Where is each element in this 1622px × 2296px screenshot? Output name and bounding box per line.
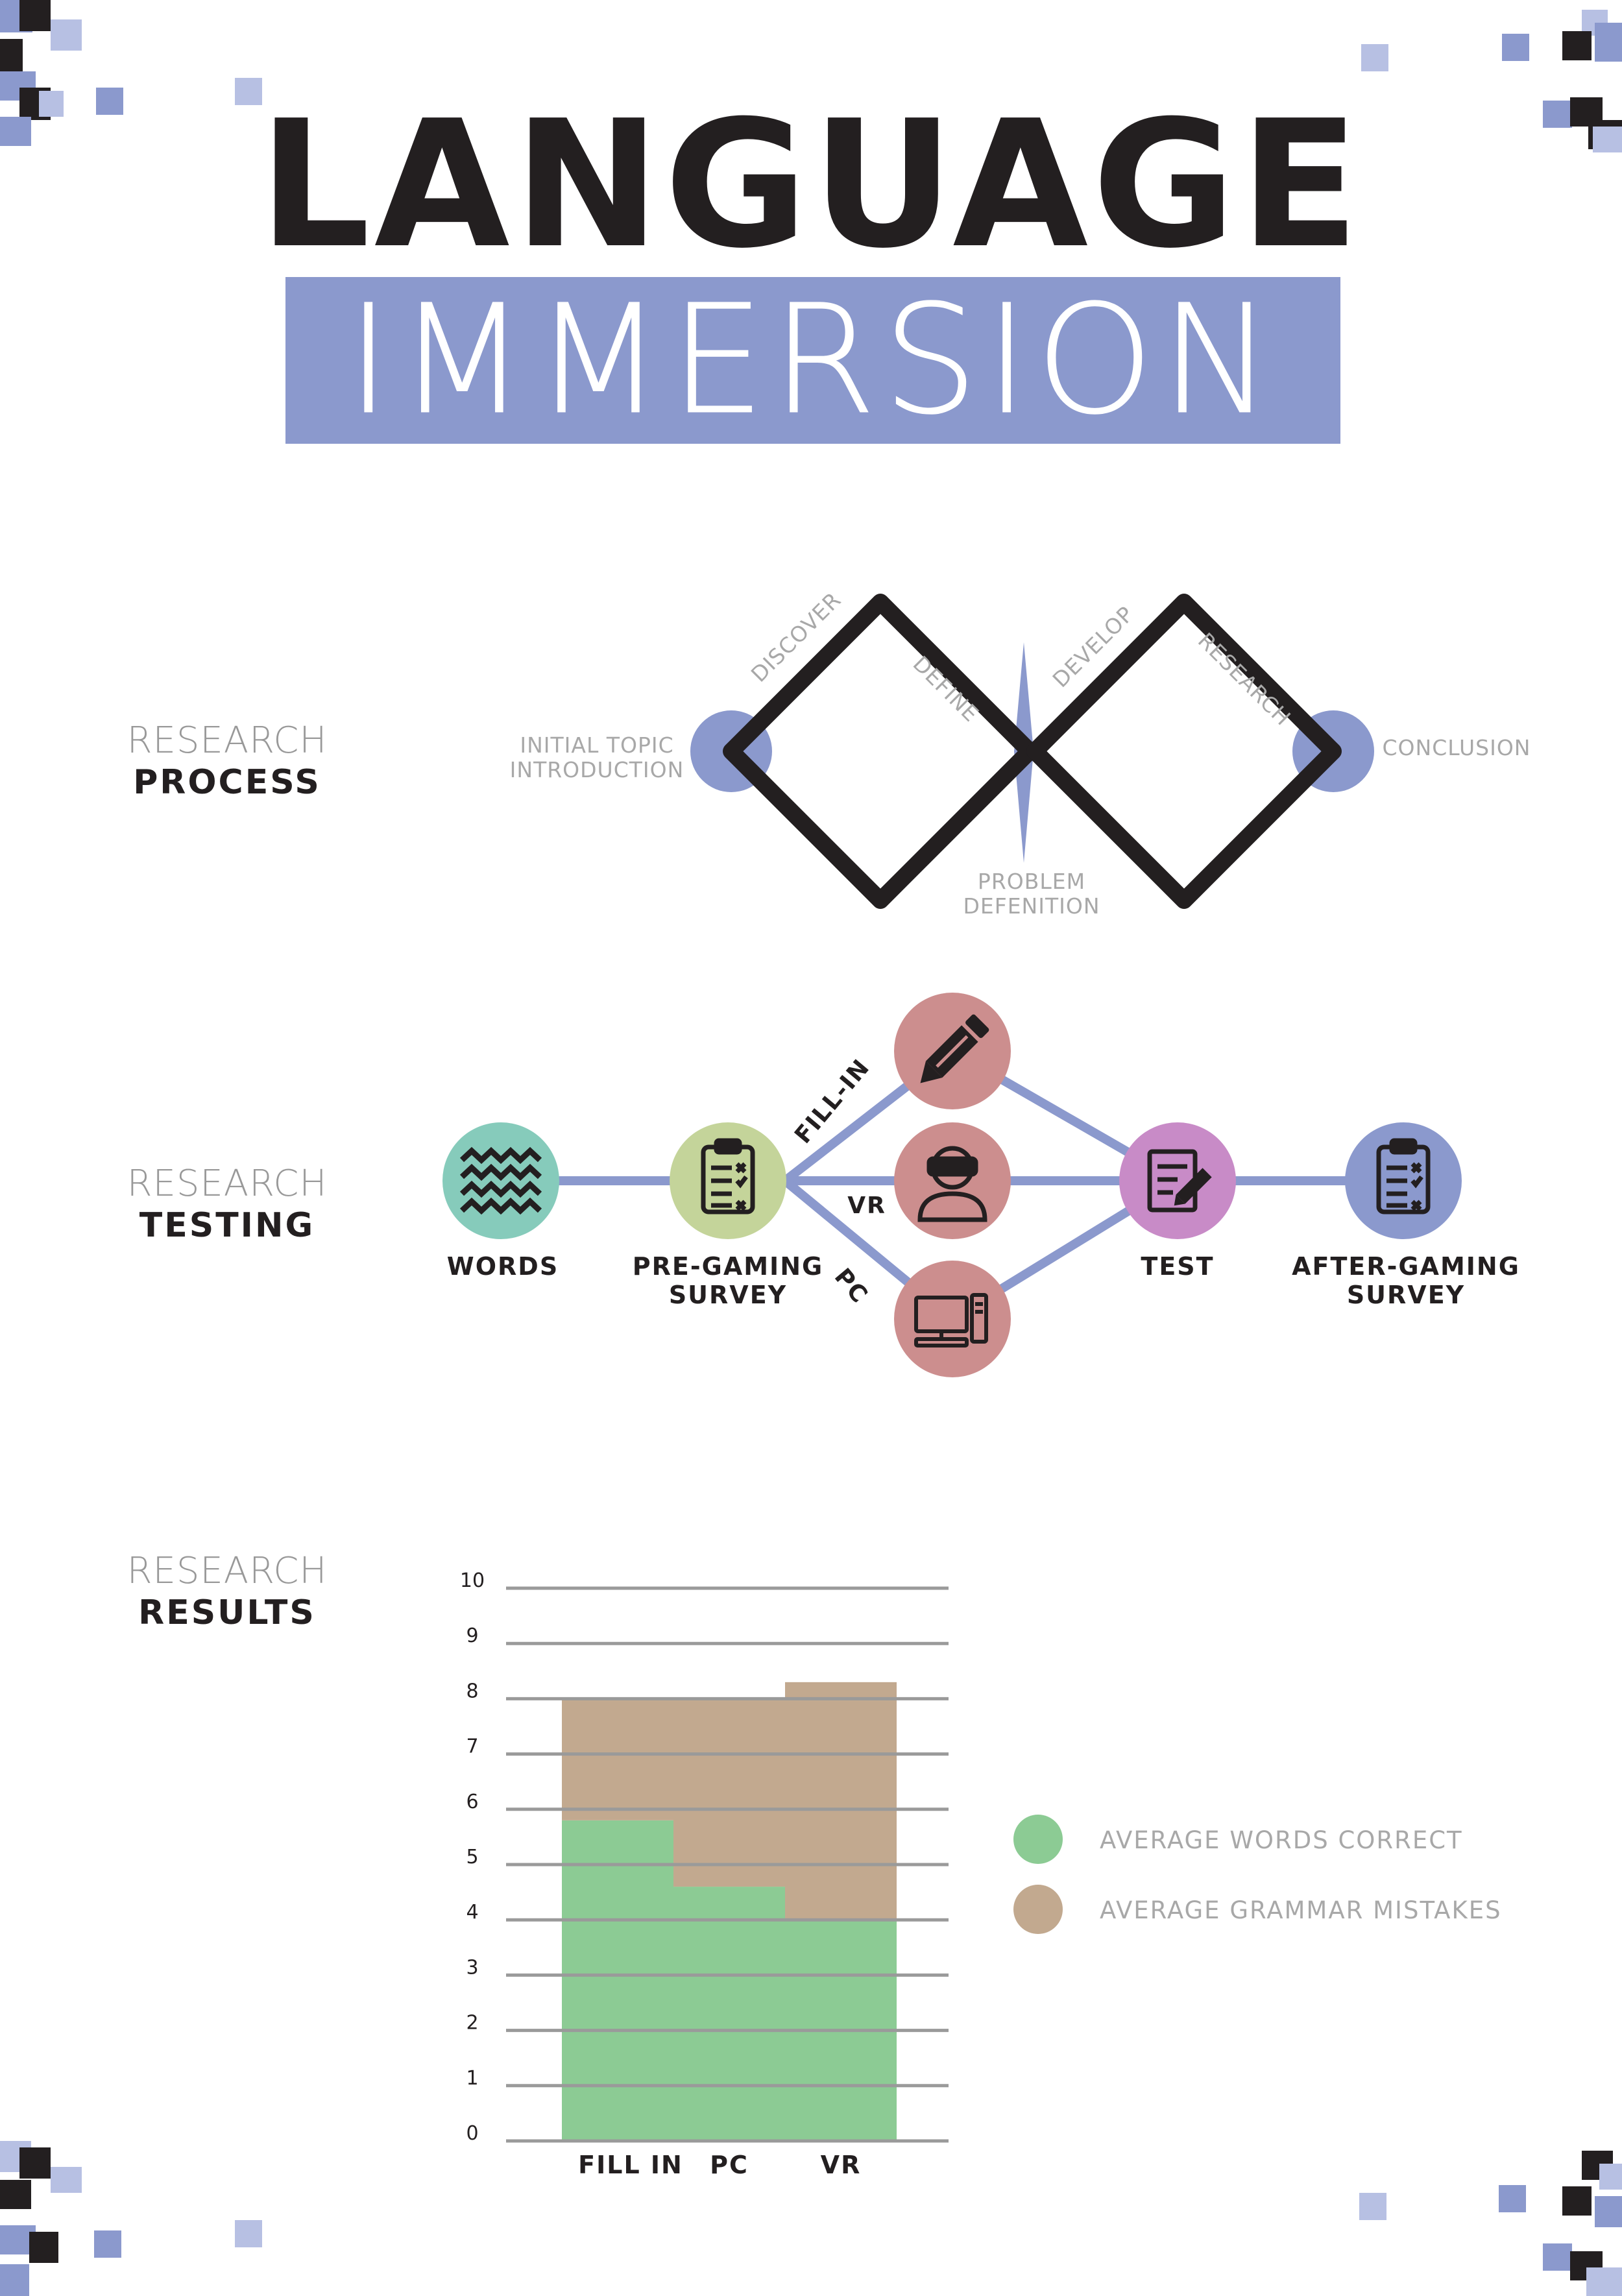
bar-grammar-mistakes-pc bbox=[673, 1698, 785, 1887]
y-tick-label: 7 bbox=[466, 1735, 478, 1758]
node-after-survey-label-2: SURVEY bbox=[1347, 1281, 1465, 1309]
node-after-survey: AFTER-GAMING SURVEY bbox=[1292, 1122, 1520, 1309]
y-tick-label: 2 bbox=[466, 2012, 478, 2035]
process-start-label-2: INTRODUCTION bbox=[510, 757, 684, 782]
chart-legend: AVERAGE WORDS CORRECT AVERAGE GRAMMAR MIS… bbox=[1013, 1815, 1502, 1934]
y-tick-label: 4 bbox=[466, 1901, 478, 1924]
x-category-label: VR bbox=[821, 2151, 862, 2179]
page-title: LANGUAGE bbox=[258, 82, 1364, 287]
node-pre-survey: PRE-GAMING SURVEY bbox=[633, 1122, 823, 1309]
node-words-label: WORDS bbox=[447, 1252, 559, 1281]
bar-grammar-mistakes-vr bbox=[785, 1682, 897, 1920]
y-tick-label: 6 bbox=[466, 1791, 478, 1813]
section-label-results: RESEARCH RESULTS bbox=[84, 1551, 370, 1634]
node-pc-circle bbox=[894, 1261, 1011, 1377]
section-label-testing: RESEARCH TESTING bbox=[84, 1163, 370, 1246]
section-label-bold: PROCESS bbox=[133, 763, 321, 802]
vr-headset-person-icon bbox=[917, 1146, 987, 1222]
node-pc bbox=[894, 1261, 1011, 1377]
chart-gridlines bbox=[506, 1586, 949, 2143]
node-fill-in bbox=[894, 993, 1011, 1109]
node-test-label: TEST bbox=[1141, 1252, 1214, 1281]
process-end-label: CONCLUSION bbox=[1383, 735, 1531, 760]
section-label-process: RESEARCH PROCESS bbox=[84, 720, 370, 803]
x-category-label: PC bbox=[710, 2151, 749, 2179]
process-middle-label-2: DEFENITION bbox=[963, 893, 1100, 919]
y-tick-label: 8 bbox=[466, 1680, 478, 1702]
desktop-computer-icon bbox=[914, 1293, 988, 1347]
node-words: WORDS bbox=[442, 1122, 559, 1281]
section-label-bold: RESULTS bbox=[138, 1593, 316, 1632]
chart-bars bbox=[562, 1682, 897, 2141]
y-tick-label: 0 bbox=[466, 2122, 478, 2145]
develop-research-diamond bbox=[1026, 594, 1342, 909]
chart-y-ticks: 0 1 2 3 4 5 6 7 8 9 10 bbox=[460, 1569, 485, 2145]
bar-words-correct-pc bbox=[673, 1887, 785, 2141]
y-tick-label: 10 bbox=[460, 1569, 485, 1592]
legend-label: AVERAGE GRAMMAR MISTAKES bbox=[1100, 1896, 1502, 1924]
legend-label: AVERAGE WORDS CORRECT bbox=[1100, 1826, 1463, 1854]
bar-grammar-mistakes-fill-in bbox=[562, 1698, 673, 1820]
discover-define-diamond bbox=[723, 594, 1038, 909]
node-pre-survey-label-2: SURVEY bbox=[669, 1281, 787, 1309]
branch-label-vr: VR bbox=[847, 1192, 886, 1219]
node-test: TEST bbox=[1119, 1122, 1236, 1281]
section-label-thin: RESEARCH bbox=[127, 1550, 328, 1592]
section-label-thin: RESEARCH bbox=[127, 1163, 328, 1205]
pencil-icon bbox=[920, 1014, 989, 1083]
node-vr bbox=[894, 1122, 1011, 1239]
clipboard-checklist-icon bbox=[1376, 1138, 1431, 1214]
document-pencil-icon bbox=[1147, 1149, 1212, 1213]
subtitle-band bbox=[285, 277, 1340, 444]
y-tick-label: 1 bbox=[466, 2067, 478, 2090]
y-tick-label: 3 bbox=[466, 1956, 478, 1979]
legend-swatch bbox=[1013, 1815, 1063, 1864]
page-subtitle: IMMERSION bbox=[346, 272, 1280, 448]
clipboard-checklist-icon bbox=[701, 1138, 755, 1214]
process-middle-label: PROBLEM bbox=[978, 869, 1085, 894]
section-label-bold: TESTING bbox=[139, 1206, 315, 1245]
waves-icon bbox=[459, 1146, 542, 1215]
node-pre-survey-label: PRE-GAMING bbox=[633, 1252, 823, 1281]
section-label-thin: RESEARCH bbox=[127, 719, 328, 762]
y-tick-label: 5 bbox=[466, 1846, 478, 1868]
process-start-label: INITIAL TOPIC bbox=[520, 732, 673, 758]
chart-x-categories: FILL IN PC VR bbox=[578, 2151, 862, 2179]
x-category-label: FILL IN bbox=[578, 2151, 683, 2179]
node-after-survey-label: AFTER-GAMING bbox=[1292, 1252, 1520, 1281]
legend-swatch bbox=[1013, 1885, 1063, 1934]
y-tick-label: 9 bbox=[466, 1625, 478, 1647]
bar-words-correct-fill-in bbox=[562, 1820, 673, 2141]
